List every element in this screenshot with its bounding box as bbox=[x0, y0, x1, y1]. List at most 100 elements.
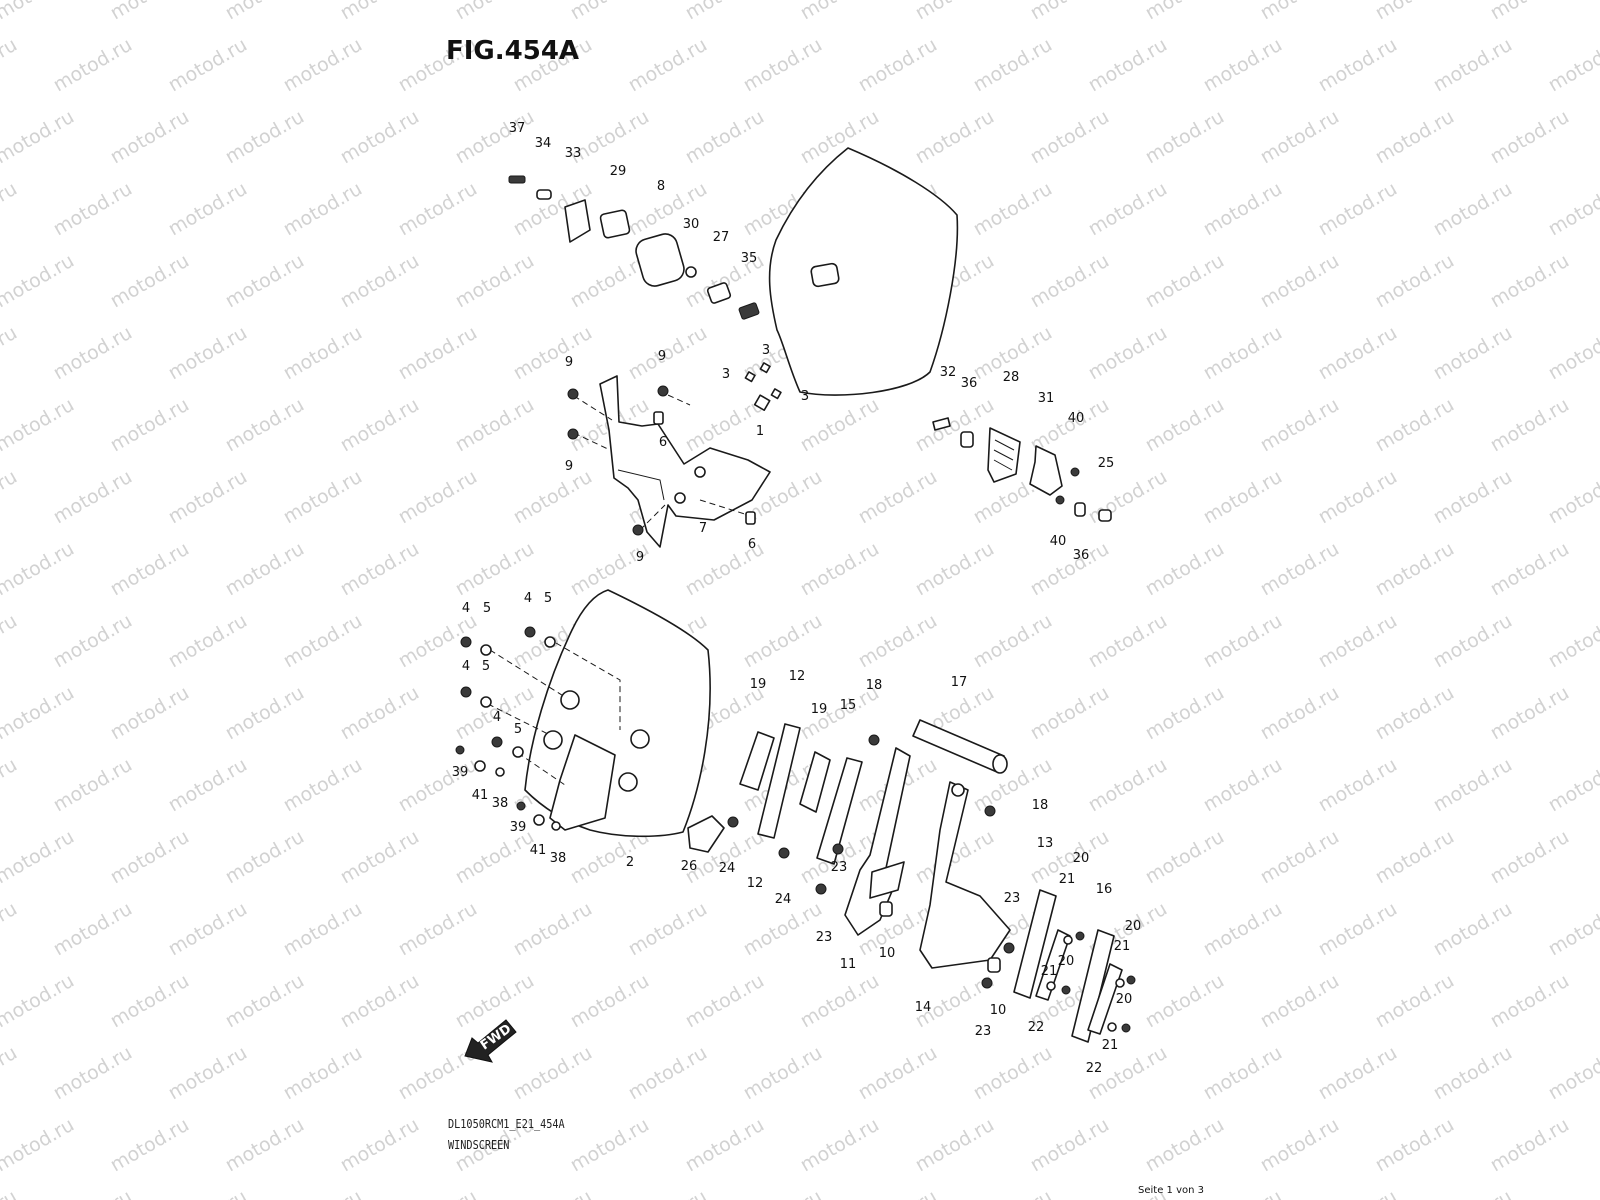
watermark-text: motod.ru bbox=[165, 178, 251, 241]
watermark-text: motod.ru bbox=[165, 1042, 251, 1105]
watermark-text: motod.ru bbox=[1372, 826, 1458, 889]
watermark-text: motod.ru bbox=[1200, 1186, 1286, 1200]
callout-number: 23 bbox=[816, 930, 833, 945]
watermark-text: motod.ru bbox=[1487, 682, 1573, 745]
watermark-text: motod.ru bbox=[1257, 250, 1343, 313]
callout-number: 38 bbox=[492, 796, 509, 811]
bracket-33 bbox=[564, 199, 591, 243]
watermark-text: motod.ru bbox=[337, 538, 423, 601]
screw-4 bbox=[460, 636, 472, 648]
watermark-text: motod.ru bbox=[1142, 682, 1228, 745]
watermark-text: motod.ru bbox=[0, 610, 21, 673]
callout-number: 1 bbox=[756, 424, 764, 439]
screw-9 bbox=[657, 385, 669, 397]
watermark-text: motod.ru bbox=[1430, 898, 1516, 961]
callout-number: 18 bbox=[1032, 798, 1049, 813]
watermark-text: motod.ru bbox=[855, 466, 941, 529]
watermark-text: motod.ru bbox=[1085, 466, 1171, 529]
watermark-text: motod.ru bbox=[1430, 34, 1516, 97]
watermark-text: motod.ru bbox=[452, 0, 538, 24]
collar-34 bbox=[536, 189, 552, 200]
callout-number: 19 bbox=[811, 702, 828, 717]
callout-number: 20 bbox=[1073, 851, 1090, 866]
callout-number: 11 bbox=[840, 957, 857, 972]
watermark-text: motod.ru bbox=[280, 898, 366, 961]
callout-number: 4 bbox=[493, 710, 501, 725]
watermark-text: motod.ru bbox=[280, 34, 366, 97]
watermark-text: motod.ru bbox=[1315, 610, 1401, 673]
watermark-text: motod.ru bbox=[510, 466, 596, 529]
watermark-text: motod.ru bbox=[567, 1114, 653, 1177]
watermark-text: motod.ru bbox=[1487, 826, 1573, 889]
washer-5 bbox=[480, 696, 492, 708]
screw-4 bbox=[491, 736, 503, 748]
callout-number: 5 bbox=[482, 659, 490, 674]
washer-5 bbox=[480, 644, 492, 656]
callout-number: 9 bbox=[565, 355, 573, 370]
grommet-1 bbox=[753, 394, 771, 411]
watermark-text: motod.ru bbox=[395, 1186, 481, 1200]
cushion-19 bbox=[739, 731, 775, 791]
callout-number: 13 bbox=[1037, 836, 1054, 851]
watermark-text: motod.ru bbox=[0, 970, 78, 1033]
callout-number: 33 bbox=[565, 146, 582, 161]
watermark-text: motod.ru bbox=[222, 0, 308, 24]
watermark-text: motod.ru bbox=[1315, 1186, 1401, 1200]
watermark-text: motod.ru bbox=[1545, 898, 1600, 961]
spring-35 bbox=[738, 302, 760, 320]
watermark-text: motod.ru bbox=[222, 106, 308, 169]
watermark-text: motod.ru bbox=[1545, 610, 1600, 673]
watermark-text: motod.ru bbox=[1430, 466, 1516, 529]
clip-3 bbox=[744, 371, 756, 383]
watermark-text: motod.ru bbox=[107, 106, 193, 169]
watermark-text: motod.ru bbox=[222, 826, 308, 889]
bracket-31 bbox=[1029, 445, 1063, 496]
watermark-text: motod.ru bbox=[222, 970, 308, 1033]
screw-9 bbox=[632, 524, 644, 536]
watermark-text: motod.ru bbox=[1315, 178, 1401, 241]
callout-number: 8 bbox=[657, 179, 665, 194]
screw-18 bbox=[868, 734, 880, 746]
watermark-text: motod.ru bbox=[107, 0, 193, 24]
watermark-text: motod.ru bbox=[0, 34, 21, 97]
screw-39 bbox=[516, 801, 526, 811]
watermark-text: motod.ru bbox=[1257, 970, 1343, 1033]
watermark-text: motod.ru bbox=[222, 394, 308, 457]
cushion-19 bbox=[799, 751, 831, 813]
watermark-text: motod.ru bbox=[1027, 0, 1113, 24]
watermark-text: motod.ru bbox=[452, 826, 538, 889]
bracket-14 bbox=[919, 781, 1011, 969]
watermark-text: motod.ru bbox=[625, 898, 711, 961]
screw-9 bbox=[567, 428, 579, 440]
callout-number: 10 bbox=[879, 946, 896, 961]
watermark-text: motod.ru bbox=[1487, 106, 1573, 169]
watermark-text: motod.ru bbox=[50, 754, 136, 817]
watermark-text: motod.ru bbox=[1257, 106, 1343, 169]
watermark-text: motod.ru bbox=[1430, 610, 1516, 673]
callout-number: 3 bbox=[762, 343, 770, 358]
watermark-text: motod.ru bbox=[452, 970, 538, 1033]
callout-number: 5 bbox=[483, 601, 491, 616]
callout-number: 15 bbox=[840, 698, 857, 713]
watermark-text: motod.ru bbox=[797, 394, 883, 457]
watermark-text: motod.ru bbox=[222, 682, 308, 745]
watermark-text: motod.ru bbox=[280, 1186, 366, 1200]
washer-5 bbox=[544, 636, 556, 648]
watermark-text: motod.ru bbox=[1142, 538, 1228, 601]
watermark-text: motod.ru bbox=[1315, 34, 1401, 97]
watermark-text: motod.ru bbox=[107, 250, 193, 313]
watermark-text: motod.ru bbox=[970, 1042, 1056, 1105]
watermark-text: motod.ru bbox=[1315, 898, 1401, 961]
watermark-text: motod.ru bbox=[1430, 178, 1516, 241]
hole bbox=[560, 690, 580, 710]
watermark-text: motod.ru bbox=[797, 1114, 883, 1177]
callout-number: 10 bbox=[990, 1003, 1007, 1018]
watermark-text: motod.ru bbox=[1430, 322, 1516, 385]
knob-8 bbox=[635, 233, 685, 287]
watermark-text: motod.ru bbox=[50, 34, 136, 97]
watermark-text: motod.ru bbox=[222, 1114, 308, 1177]
nut-24 bbox=[727, 816, 739, 828]
watermark-text: motod.ru bbox=[510, 1186, 596, 1200]
screw-4 bbox=[460, 686, 472, 698]
